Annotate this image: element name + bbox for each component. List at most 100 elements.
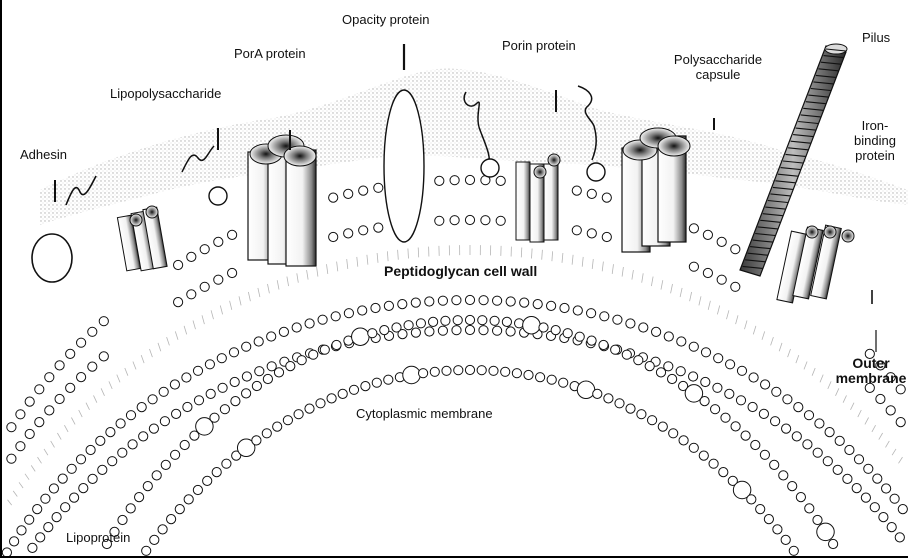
peptidoglycan-strand [51, 441, 55, 448]
lipid-bead [506, 297, 515, 306]
lipid-bead [279, 327, 288, 336]
lipid-bead [658, 422, 667, 431]
lipid-bead [419, 369, 428, 378]
lipid-bead [648, 416, 657, 425]
lipid-bead [150, 535, 159, 544]
lipid-bead [274, 368, 283, 377]
lipid-bead [501, 367, 510, 376]
lipid-bead [602, 232, 611, 241]
lipid-bead [254, 337, 263, 346]
lipid-bead [770, 460, 779, 469]
lipid-bead [116, 419, 125, 428]
lipid-bead [577, 381, 594, 398]
lipid-bead [873, 474, 882, 483]
lipid-bead [187, 252, 196, 261]
lipid-bead [825, 428, 834, 437]
lipid-bead [506, 327, 515, 336]
lipid-bead [263, 374, 272, 383]
peptidoglycan-strand [879, 433, 883, 440]
peptidoglycan-strand [632, 270, 634, 280]
peptidoglycan-strand [572, 255, 573, 265]
lipid-bead [99, 352, 108, 361]
peptidoglycan-strand [25, 474, 29, 480]
lipid-bead [713, 383, 722, 392]
lipid-bead [442, 366, 451, 375]
lipid-bead [669, 429, 678, 438]
lipid-bead [815, 419, 824, 428]
peptidoglycan-strand [109, 381, 112, 389]
lipid-bead [329, 193, 338, 202]
lipid-bead [25, 397, 34, 406]
peptidoglycan-strand [592, 259, 593, 269]
lipid-bead [587, 229, 596, 238]
lipid-bead [717, 237, 726, 246]
peptidoglycan-strand [865, 418, 869, 425]
peptidoglycan-strand [812, 368, 815, 376]
lipid-bead [77, 338, 86, 347]
lipid-bead [108, 457, 117, 466]
lipid-bead [465, 365, 474, 374]
lipid-bead [813, 448, 822, 457]
lipid-bead [725, 389, 734, 398]
lipid-bead [721, 413, 730, 422]
lipid-bead [781, 535, 790, 544]
lipid-bead [425, 297, 434, 306]
peptidoglycan-strand [892, 449, 896, 455]
peptidoglycan-strand [680, 288, 682, 297]
lipid-bead [882, 484, 891, 493]
peptidoglycan-strand [552, 251, 553, 261]
lipid-bead [344, 309, 353, 318]
lipid-bead [761, 380, 770, 389]
lipid-bead [559, 378, 568, 387]
lipid-bead [898, 505, 907, 514]
peptidoglycan-strand [851, 403, 855, 410]
peptidoglycan-strand [220, 306, 222, 315]
lipid-bead [286, 362, 295, 371]
lipid-bead [380, 326, 389, 335]
lipid-bead [751, 440, 760, 449]
lipid-bead [478, 316, 487, 325]
lipid-bead [88, 474, 97, 483]
lipid-bead [736, 396, 745, 405]
peptidoglycan-strand [337, 262, 338, 272]
lipid-bead [344, 229, 353, 238]
peptidoglycan-strand [141, 355, 144, 363]
lipid-bead [575, 332, 584, 341]
lipid-bead [760, 450, 769, 459]
lipid-bead [358, 306, 367, 315]
lipid-bead [551, 326, 560, 335]
lipid-bead [896, 385, 905, 394]
lipid-bead [352, 328, 369, 345]
lipid-bead [371, 303, 380, 312]
peptidoglycan-strand [820, 375, 823, 383]
label-porin-protein: Porin protein [502, 38, 576, 53]
lipid-bead [33, 505, 42, 514]
lipid-bead [587, 336, 596, 345]
lipid-bead [305, 404, 314, 413]
peptidoglycan-strand [843, 395, 846, 402]
lipid-bead [450, 216, 459, 225]
lipid-bead [789, 546, 798, 555]
lipid-bead [701, 377, 710, 386]
peptidoglycan-strand [651, 277, 653, 287]
lipid-bead [425, 327, 434, 336]
lipid-bead [411, 328, 420, 337]
lipid-bead [533, 300, 542, 309]
peptidoglycan-strand [347, 259, 348, 269]
lipid-bead [230, 377, 239, 386]
lipid-bead [890, 494, 899, 503]
lipid-bead [214, 275, 223, 284]
lipid-bead [171, 450, 180, 459]
lipid-bead [214, 237, 223, 246]
peptidoglycan-strand [94, 395, 97, 402]
peptidoglycan-strand [158, 343, 161, 351]
lipid-bead [180, 440, 189, 449]
lipid-bead [701, 348, 710, 357]
peptidoglycan-strand [211, 310, 213, 319]
lipid-bead [783, 395, 792, 404]
peptidoglycan-strand [150, 349, 153, 357]
lipid-bead [88, 327, 97, 336]
lipid-bead [587, 309, 596, 318]
lipid-bead [242, 342, 251, 351]
lipid-bead [536, 373, 545, 382]
